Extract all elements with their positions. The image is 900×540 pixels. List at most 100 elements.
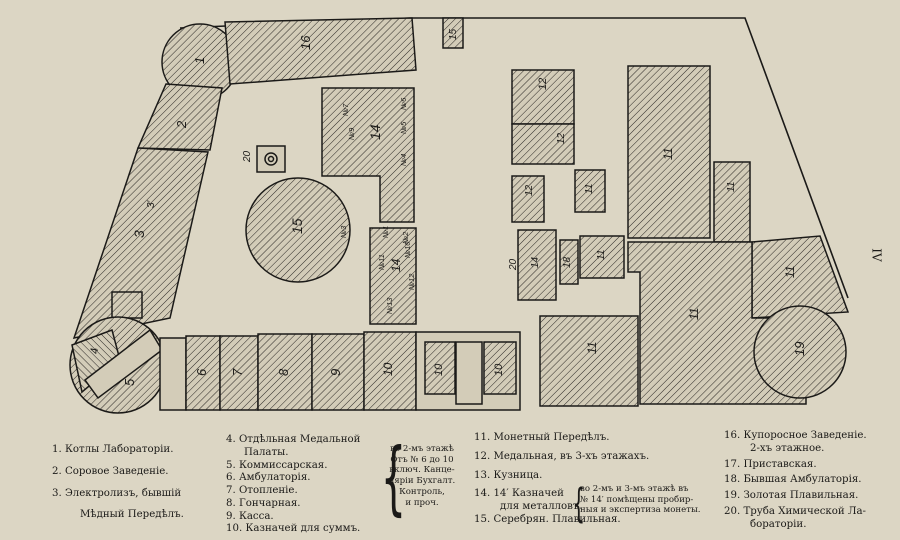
legend-item-6: 6. Амбулаторія. xyxy=(226,472,311,484)
legend-item-19: 19. Золотая Плавильная. xyxy=(724,490,859,501)
label-5: 5 xyxy=(122,378,137,386)
room-15-top xyxy=(442,17,464,49)
room-16 xyxy=(224,17,417,85)
room-14 xyxy=(321,87,415,223)
note-line-5: Контроль, xyxy=(399,486,445,497)
legend-item-5: 5. Коммиссарская. xyxy=(226,459,328,471)
legend-item-14-cont: для металловъ. xyxy=(500,501,583,512)
label-11-b: 11 xyxy=(726,182,737,192)
label-10-b: 10 xyxy=(433,363,445,376)
room-18 xyxy=(559,239,579,285)
label-11-mid: 11 xyxy=(596,250,607,260)
legend-item-16: 16. Купоросное Заведеніе. xyxy=(724,430,867,441)
legend-brace-2: { xyxy=(572,481,586,527)
room-14-b xyxy=(369,227,417,325)
room-no-7: №7 xyxy=(341,103,350,116)
assay-note-line-3: ныя и экспертиза монеты. xyxy=(580,505,701,516)
legend-item-4-cont: Палаты. xyxy=(244,446,289,458)
label-15: 15 xyxy=(289,218,305,234)
room-passage-mid xyxy=(455,341,483,405)
label-14-b: 14 xyxy=(389,258,403,272)
legend-item-9: 9. Касса. xyxy=(226,510,274,522)
legend-item-12: 12. Медальная, въ 3-хъ этажахъ. xyxy=(474,450,650,462)
label-3-prime: 3′ xyxy=(146,199,157,208)
legend-column-4: 16. Купоросное Заведеніе. 2-хъ этажное. … xyxy=(724,430,867,531)
room-6 xyxy=(185,335,221,411)
room-no-3: №3 xyxy=(339,225,348,238)
label-7: 7 xyxy=(230,368,245,376)
legend-item-17: 17. Приставская. xyxy=(724,458,817,470)
label-18: 18 xyxy=(562,256,573,268)
legend-column-2: 4. Отдѣльная Медальной Палаты. 5. Коммис… xyxy=(226,434,360,536)
label-13: 14 xyxy=(530,256,541,268)
label-14: 14 xyxy=(367,124,383,140)
legend-item-18: 18. Бывшая Амбулаторія. xyxy=(724,474,862,486)
room-11-mid xyxy=(579,235,625,279)
room-no-9: №9 xyxy=(347,127,356,140)
label-20-b: 20 xyxy=(508,258,519,271)
room-11-small xyxy=(574,169,606,213)
label-11-e: 11 xyxy=(585,342,599,354)
label-4: 4 xyxy=(89,348,101,354)
legend-column-1: 1. Котлы Лабораторіи. 2. Соровое Заведен… xyxy=(52,444,184,522)
legend-item-13: 13. Кузница. xyxy=(474,469,543,481)
label-20: 20 xyxy=(242,150,253,163)
room-no-1: №1 xyxy=(381,226,390,238)
note-line-3: включ. Канце- xyxy=(389,465,455,476)
label-12-c: 12 xyxy=(524,184,535,196)
assay-note-line-1: во 2-мъ и 3-мъ этажѣ въ xyxy=(580,484,689,494)
legend-item-14: 14. 14′ Казначей xyxy=(474,488,564,500)
label-11-small: 11 xyxy=(584,184,595,194)
room-11-b xyxy=(713,161,751,243)
label-8: 8 xyxy=(276,368,291,376)
legend-item-2: 2. Соровое Заведеніе. xyxy=(52,465,169,477)
room-9 xyxy=(311,333,365,411)
assay-note-line-2: № 14′ помѣщены пробир- xyxy=(580,494,694,505)
legend-item-8: 8. Гончарная. xyxy=(226,497,301,509)
room-no-12: №12 xyxy=(407,273,416,290)
legend-note-assay: во 2-мъ и 3-мъ этажѣ въ № 14′ помѣщены п… xyxy=(580,484,710,516)
note-line-4: ляріи Бухгалт. xyxy=(388,476,456,487)
legend-item-15: 15. Серебрян. Плавильная. xyxy=(474,513,621,525)
room-12 xyxy=(511,69,575,125)
legend-note-offices: во 2-мъ этажѣ Отъ № 6 до 10 включ. Канце… xyxy=(382,444,462,508)
label-11-a: 11 xyxy=(661,148,675,160)
label-11-c: 11 xyxy=(783,266,797,278)
legend-column-3: 11. Монетный Передѣлъ. 12. Медальная, въ… xyxy=(474,432,649,527)
room-no-4: №4 xyxy=(399,154,408,166)
label-11-d: 11 xyxy=(687,308,701,320)
room-no-6: №6 xyxy=(399,97,408,110)
note-line-6: и проч. xyxy=(405,497,439,508)
room-no-13: №13 xyxy=(385,297,394,314)
label-9: 9 xyxy=(328,369,343,376)
label-2: 2 xyxy=(174,120,189,129)
label-16: 16 xyxy=(298,35,313,50)
room-10 xyxy=(363,331,417,411)
legend-item-20-cont: бораторіи. xyxy=(750,518,807,530)
room-15 xyxy=(245,177,351,283)
note-line-2: Отъ № 6 до 10 xyxy=(390,454,454,465)
room-20-chimney xyxy=(256,145,286,173)
room-10-c xyxy=(483,341,517,395)
room-no-5: №5 xyxy=(399,121,408,134)
room-no-2: №2 xyxy=(401,231,410,244)
label-10-c: 10 xyxy=(493,363,505,376)
label-12-b: 12 xyxy=(556,132,567,144)
label-6: 6 xyxy=(194,368,209,376)
label-3: 3 xyxy=(131,230,147,238)
label-19: 19 xyxy=(792,342,807,356)
note-line-1: во 2-мъ этажѣ xyxy=(390,444,454,454)
label-15-top: 15 xyxy=(448,28,459,40)
legend-item-11: 11. Монетный Передѣлъ. xyxy=(474,432,610,443)
legend-item-20: 20. Труба Химической Ла- xyxy=(724,505,866,517)
legend-item-4: 4. Отдѣльная Медальной xyxy=(226,434,361,445)
legend-item-10: 10. Казначей для суммъ. xyxy=(226,523,361,535)
room-3 xyxy=(72,147,209,340)
room-no-10: №10 xyxy=(403,241,412,258)
legend-item-16-cont: 2-хъ этажное. xyxy=(750,442,825,454)
room-19 xyxy=(753,305,847,399)
room-8 xyxy=(257,333,313,411)
legend-item-3: 3. Электролизъ, бывшій xyxy=(52,487,182,499)
legend-item-7: 7. Отопленіе. xyxy=(226,485,298,496)
